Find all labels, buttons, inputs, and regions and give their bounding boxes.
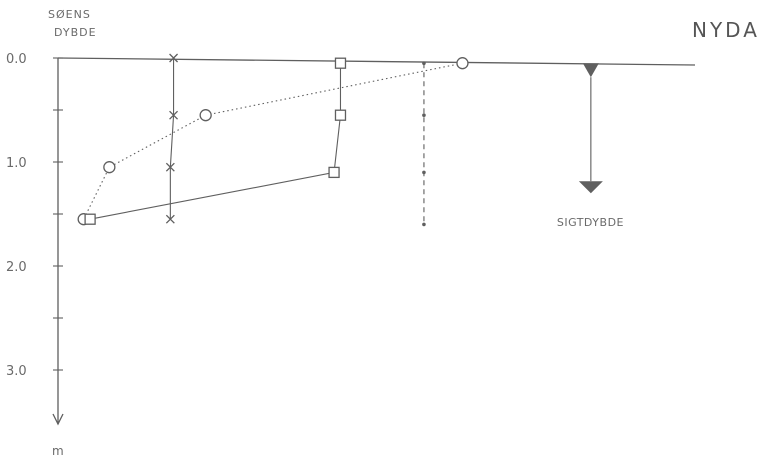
data-point-circle bbox=[103, 161, 116, 174]
series-line bbox=[83, 62, 463, 220]
secchi-arrowhead bbox=[578, 181, 603, 194]
series-line bbox=[169, 58, 175, 220]
data-point-square bbox=[84, 213, 96, 225]
data-point-square bbox=[334, 109, 347, 121]
data-point-circle bbox=[456, 57, 469, 70]
data-point-square bbox=[328, 166, 340, 179]
series-line bbox=[89, 63, 342, 220]
data-point-dot bbox=[422, 113, 426, 117]
secchi-label: SIGTDYBDE bbox=[557, 216, 624, 229]
data-point-x bbox=[165, 214, 175, 224]
data-point-x bbox=[165, 162, 175, 172]
annotations-group: SIGTDYBDE bbox=[557, 63, 624, 229]
data-point-dot bbox=[422, 170, 426, 175]
y-tick-label: 1.0 bbox=[6, 156, 27, 171]
axes-group bbox=[52, 57, 696, 426]
y-tick-label: 2.0 bbox=[6, 260, 27, 275]
y-axis-arrowhead bbox=[52, 413, 64, 426]
y-axis-unit-label: m bbox=[52, 444, 64, 458]
data-point-dot bbox=[422, 222, 426, 227]
y-ticks-group: 0.0 1.0 2.0 3.0 bbox=[6, 52, 63, 379]
series-group bbox=[77, 53, 469, 227]
data-point-dot bbox=[422, 61, 426, 65]
y-tick-label: 3.0 bbox=[6, 364, 27, 379]
data-point-square bbox=[334, 57, 347, 69]
surface-line bbox=[57, 57, 696, 66]
data-point-x bbox=[169, 53, 179, 63]
data-point-circle bbox=[199, 109, 212, 122]
y-tick-label: 0.0 bbox=[6, 52, 27, 67]
y-axis-label-line-1: SØENS bbox=[48, 8, 91, 21]
surface-marker-triangle bbox=[582, 63, 599, 78]
data-point-x bbox=[169, 110, 179, 120]
y-axis-label-line-2: DYBDE bbox=[54, 26, 97, 39]
chart-title: NYDA bbox=[692, 18, 760, 42]
